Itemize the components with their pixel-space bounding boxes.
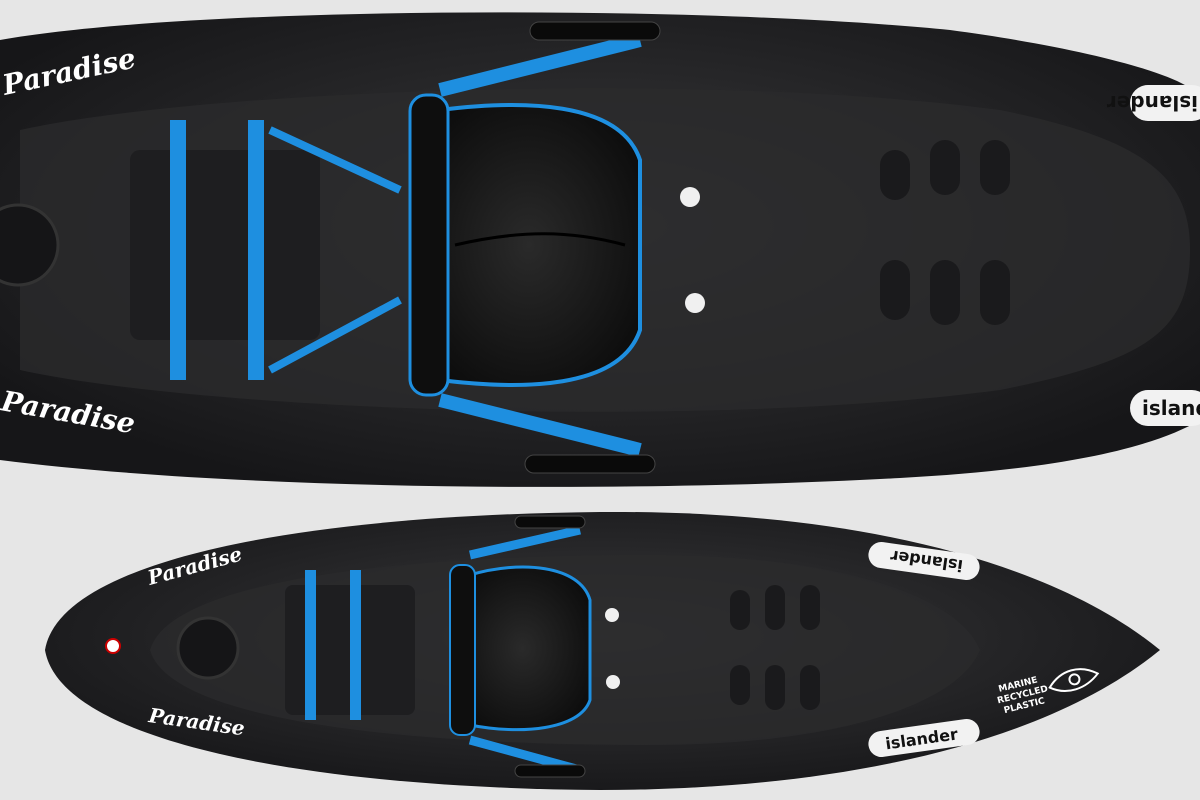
tank-straps [170, 120, 264, 380]
eye-icon [1048, 668, 1100, 692]
svg-text:islander: islander [1142, 396, 1200, 420]
scupper-hole [680, 187, 700, 207]
scupper-hole [606, 675, 620, 689]
seat-back-strap [438, 33, 642, 457]
carry-handle [514, 515, 586, 529]
carry-handle [514, 764, 586, 778]
carry-handle [529, 21, 661, 41]
kayak-top: Paradise Paradise islander islander [0, 12, 1200, 487]
carry-handle [524, 454, 656, 474]
tank-straps [305, 570, 361, 720]
islander-logo: islander islander [1107, 85, 1200, 426]
seat-side-straps [268, 126, 402, 374]
svg-text:islander: islander [1107, 91, 1198, 115]
scupper-hole [685, 293, 705, 313]
seat-backrest [408, 93, 450, 397]
tank-well [130, 150, 320, 340]
seat-backrest [449, 564, 476, 736]
scupper-hole [605, 608, 619, 622]
kayak-bottom: Paradise Paradise islander islander MARI… [45, 511, 1160, 790]
hatch-cover [0, 203, 60, 287]
foot-wells [730, 585, 820, 710]
flag-sticker [105, 638, 121, 654]
hatch-cover [176, 616, 240, 680]
seat [415, 103, 642, 387]
islander-logo: islander islander [868, 542, 980, 757]
foot-wells [880, 140, 1010, 325]
